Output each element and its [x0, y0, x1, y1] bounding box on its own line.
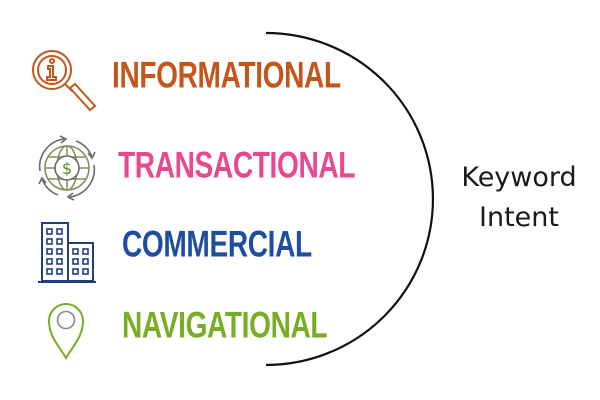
svg-text:$: $	[62, 159, 72, 178]
intent-label-navigational: NAVIGATIONAL	[122, 305, 328, 346]
intent-label-transactional: TRANSACTIONAL	[118, 145, 356, 186]
office-buildings-icon	[38, 222, 96, 283]
intent-label-commercial: COMMERCIAL	[122, 224, 312, 265]
magnifier-info-icon	[32, 50, 97, 112]
globe-dollar-icon: $	[38, 135, 96, 201]
center-label-line1: Keyword	[461, 162, 577, 193]
intent-label-informational: INFORMATIONAL	[112, 55, 341, 96]
map-pin-icon	[47, 303, 85, 361]
center-label-line2: Intent	[479, 202, 559, 233]
